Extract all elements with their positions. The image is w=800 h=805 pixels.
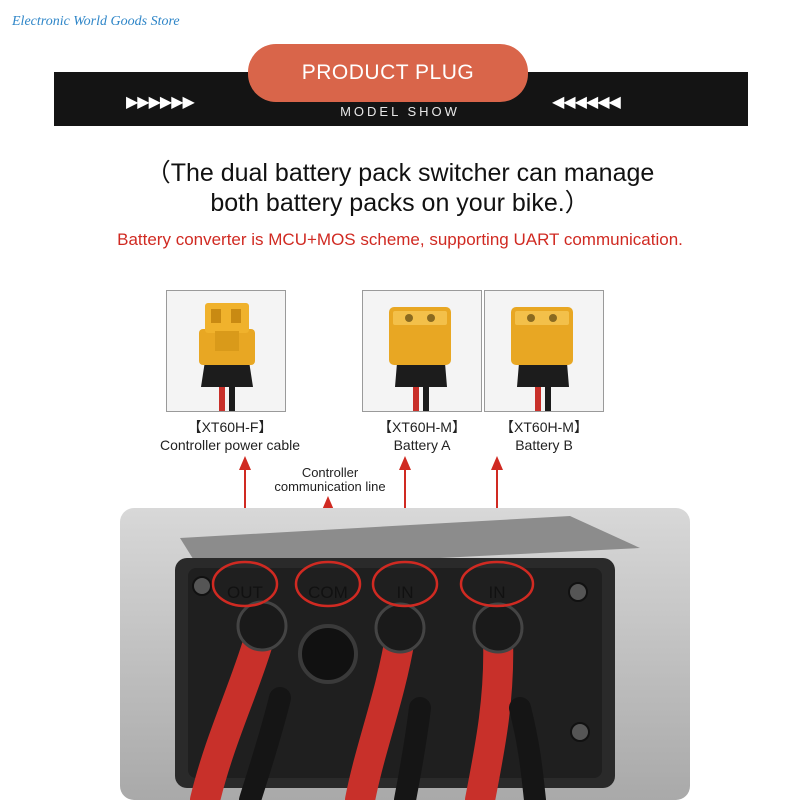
arrow-in-b-head [491,456,503,470]
port-label-in-b: IN [489,583,506,602]
headline: （The dual battery pack switcher can mana… [80,158,720,218]
highlight-in-a [371,560,439,608]
xt60-male-icon [389,307,451,411]
arrow-in-a-head [399,456,411,470]
out-cable [190,621,275,805]
highlight-com [294,560,362,608]
connector-model: 【XT60H-M】 [500,419,588,435]
red-note: Battery converter is MCU+MOS scheme, sup… [117,230,683,249]
headline-line-2: both battery packs on your bike.） [210,189,590,217]
store-name: Electronic World Goods Store [12,14,180,29]
xt60-female-icon [199,303,255,411]
highlight-in-b [459,560,535,608]
xt60-male-icon [511,307,573,411]
connector-photo-female [166,290,286,412]
connector-name: Battery B [515,437,573,453]
com-line-label-1: Controller [301,465,359,480]
connector-label-battery-a: 【XT60H-M】 Battery A [352,418,492,454]
com-port [298,624,358,684]
arrow-com-head [322,496,334,510]
connector-name: Battery A [393,437,451,453]
in-a-cable [345,623,415,805]
banner-title: PRODUCT PLUG [248,44,528,102]
right-arrows-icon: ◀◀◀◀◀◀ [552,94,621,111]
port-label-com: COM [308,583,348,602]
connector-photo-battery-b [484,290,604,412]
port-label-in-a: IN [397,583,414,602]
port-label-out: OUT [227,583,263,602]
banner-subtitle: MODEL SHOW [340,104,460,119]
device-illustration: OUT COM IN IN [120,508,690,805]
connector-model: 【XT60H-F】 [187,419,273,435]
connector-photo-battery-a [362,290,482,412]
screw-icon [192,576,212,596]
switcher-device-photo: OUT COM IN IN [120,508,690,805]
connector-label-female: 【XT60H-F】 Controller power cable [130,418,330,454]
connector-label-battery-b: 【XT60H-M】 Battery B [474,418,614,454]
screw-icon [570,722,590,742]
in-b-cable [465,623,514,805]
arrow-out-head [239,456,251,470]
screw-icon [568,582,588,602]
connector-name: Controller power cable [159,437,301,453]
com-line-label-2: communication line [274,479,386,494]
connector-model: 【XT60H-M】 [378,419,466,435]
com-line-label: Controller communication line [250,466,410,494]
highlight-out [211,560,279,608]
headline-line-1: （The dual battery pack switcher can mana… [145,159,655,187]
left-arrows-icon: ▶▶▶▶▶▶ [126,94,195,111]
